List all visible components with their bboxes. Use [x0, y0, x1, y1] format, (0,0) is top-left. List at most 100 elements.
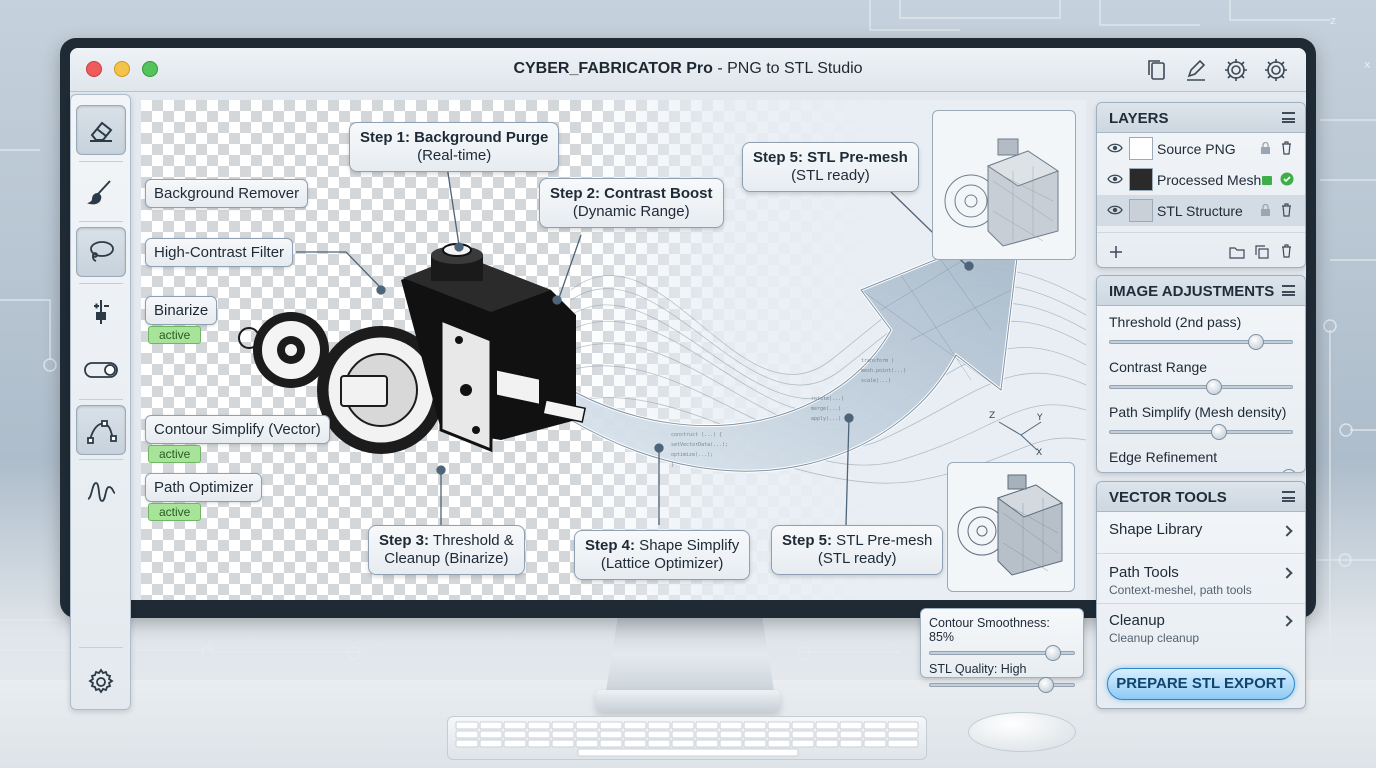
brush-icon: [87, 180, 111, 205]
stl-preview-thumbnail[interactable]: [947, 462, 1075, 592]
cleanup-subtitle: Cleanup cleanup: [1109, 631, 1200, 645]
layer-stl-structure[interactable]: STL Structure: [1097, 195, 1305, 226]
background-remover-label[interactable]: Background Remover: [145, 179, 309, 208]
adjustments-menu-icon[interactable]: [1282, 285, 1295, 296]
settings-icon[interactable]: [1263, 57, 1289, 83]
eraser-tool[interactable]: [76, 105, 126, 155]
adjustment-label: Edge Refinement: [1109, 449, 1218, 465]
processing-illustration: construct (...) { setVectorData(...); op…: [238, 159, 1086, 526]
layers-menu-icon[interactable]: [1282, 112, 1295, 123]
mesh-preview-thumbnail[interactable]: [932, 110, 1076, 260]
eye-icon[interactable]: [1107, 173, 1123, 185]
vector-tools-panel: VECTOR TOOLS Shape Library Path Tools Co…: [1096, 481, 1306, 709]
path-node-tool[interactable]: [76, 405, 126, 455]
export-settings-popup: Contour Smoothness: 85% STL Quality: Hig…: [920, 608, 1084, 693]
lock-icon[interactable]: [1260, 142, 1271, 155]
close-window-button[interactable]: [86, 61, 102, 77]
monitor-stand-base: [596, 690, 780, 712]
step-1-label: Step 1: Background Purge(Real-time): [349, 122, 560, 172]
sliders-tool[interactable]: [76, 287, 126, 337]
cleanup-label: Cleanup: [1109, 612, 1165, 629]
path-tools-item[interactable]: Path Tools Context-meshel, path tools: [1097, 554, 1305, 604]
adjustment-slider[interactable]: [1109, 334, 1293, 350]
high-contrast-filter-label[interactable]: High-Contrast Filter: [145, 238, 294, 267]
sliders-icon: [94, 300, 109, 324]
layers-header: LAYERS: [1097, 103, 1305, 133]
lock-icon[interactable]: [1260, 204, 1271, 217]
trash-icon[interactable]: [1280, 203, 1293, 217]
layer-thumbnail: [1129, 168, 1153, 191]
step-5-top-label: Step 5: STL Pre-mesh(STL ready): [742, 142, 919, 192]
prepare-stl-export-button[interactable]: PREPARE STL EXPORT: [1107, 668, 1295, 700]
svg-text:scale(...): scale(...): [861, 378, 891, 384]
step-3-label: Step 3: Threshold &Cleanup (Binarize): [368, 525, 525, 575]
slider-knob[interactable]: [1045, 645, 1062, 661]
contour-smoothness-slider[interactable]: [929, 645, 1075, 661]
add-layer-icon[interactable]: [1109, 245, 1123, 259]
vector-tools-menu-icon[interactable]: [1282, 491, 1295, 502]
eye-icon[interactable]: [1107, 204, 1123, 216]
adjustment-row: Contrast Range: [1097, 359, 1305, 395]
image-canvas[interactable]: construct (...) { setVectorData(...); op…: [141, 100, 1086, 600]
slider-knob[interactable]: [1205, 379, 1222, 395]
mesh-status-icon: [1262, 176, 1272, 185]
pen-icon[interactable]: [1183, 57, 1209, 83]
minimize-window-button[interactable]: [114, 61, 130, 77]
axis-x-label: X: [1036, 448, 1042, 458]
slider-knob[interactable]: [1037, 677, 1054, 693]
layers-panel: LAYERS Source PNG Processed Mesh STL Str…: [1096, 102, 1306, 268]
path-optimizer-label[interactable]: Path Optimizer: [145, 473, 263, 502]
vector-tools-header: VECTOR TOOLS: [1097, 482, 1305, 512]
layer-label: Source PNG: [1157, 141, 1236, 157]
slider-track[interactable]: [1109, 430, 1293, 434]
eye-icon[interactable]: [1107, 142, 1123, 154]
slider-track[interactable]: [1109, 340, 1293, 344]
svg-text:mesh.point(...): mesh.point(...): [861, 368, 906, 374]
adjustment-label: Contrast Range: [1109, 359, 1208, 375]
delete-layer-icon[interactable]: [1280, 244, 1293, 258]
curve-tool[interactable]: [76, 465, 126, 515]
maximize-window-button[interactable]: [142, 61, 158, 77]
svg-text:}: }: [671, 462, 674, 468]
svg-text:z: z: [1330, 14, 1336, 27]
shape-library-item[interactable]: Shape Library: [1097, 512, 1305, 554]
adjustment-row: Edge Refinement: [1097, 449, 1305, 472]
slider-track[interactable]: [1109, 385, 1293, 389]
eraser-icon: [90, 121, 113, 142]
svg-text:x: x: [1364, 58, 1371, 71]
settings-gear-icon: [88, 668, 114, 694]
adjustment-slider[interactable]: [1109, 469, 1298, 472]
svg-text:transform (: transform (: [861, 358, 894, 364]
copy-icon[interactable]: [1144, 57, 1170, 83]
contour-smoothness-label: Contour Smoothness: 85%: [929, 616, 1050, 644]
adjustment-slider[interactable]: [1109, 424, 1293, 440]
binarize-label[interactable]: Binarize: [145, 296, 218, 325]
adjustment-label: Path Simplify (Mesh density): [1109, 404, 1287, 420]
adjustment-row: Path Simplify (Mesh density): [1097, 404, 1305, 440]
gear-icon[interactable]: [1223, 57, 1249, 83]
toggle-icon: [84, 362, 118, 378]
step-4-label: Step 4: Shape Simplify(Lattice Optimizer…: [574, 530, 751, 580]
trash-icon[interactable]: [1280, 141, 1293, 155]
lasso-icon: [90, 241, 114, 262]
curve-icon: [87, 482, 116, 502]
duplicate-icon[interactable]: [1255, 245, 1269, 259]
contour-simplify-label[interactable]: Contour Simplify (Vector): [145, 415, 330, 444]
toggle-tool[interactable]: [76, 345, 126, 395]
svg-text:rotate(...): rotate(...): [811, 396, 844, 402]
slider-knob[interactable]: [1248, 334, 1265, 350]
tool-palette: [70, 94, 131, 710]
folder-icon[interactable]: [1229, 245, 1245, 259]
adjustment-slider[interactable]: [1109, 379, 1293, 395]
layer-source-png[interactable]: Source PNG: [1097, 133, 1305, 164]
settings-tool[interactable]: [76, 657, 126, 707]
svg-text:construct (...) {: construct (...) {: [671, 432, 722, 438]
stl-quality-slider[interactable]: [929, 677, 1075, 693]
step-5-bottom-label: Step 5: STL Pre-mesh(STL ready): [771, 525, 944, 575]
lasso-tool[interactable]: [76, 227, 126, 277]
slider-knob[interactable]: [1281, 469, 1298, 472]
slider-knob[interactable]: [1211, 424, 1228, 440]
cleanup-item[interactable]: Cleanup Cleanup cleanup: [1097, 604, 1305, 656]
layer-processed-mesh[interactable]: Processed Mesh: [1097, 164, 1305, 195]
brush-tool[interactable]: [76, 167, 126, 217]
